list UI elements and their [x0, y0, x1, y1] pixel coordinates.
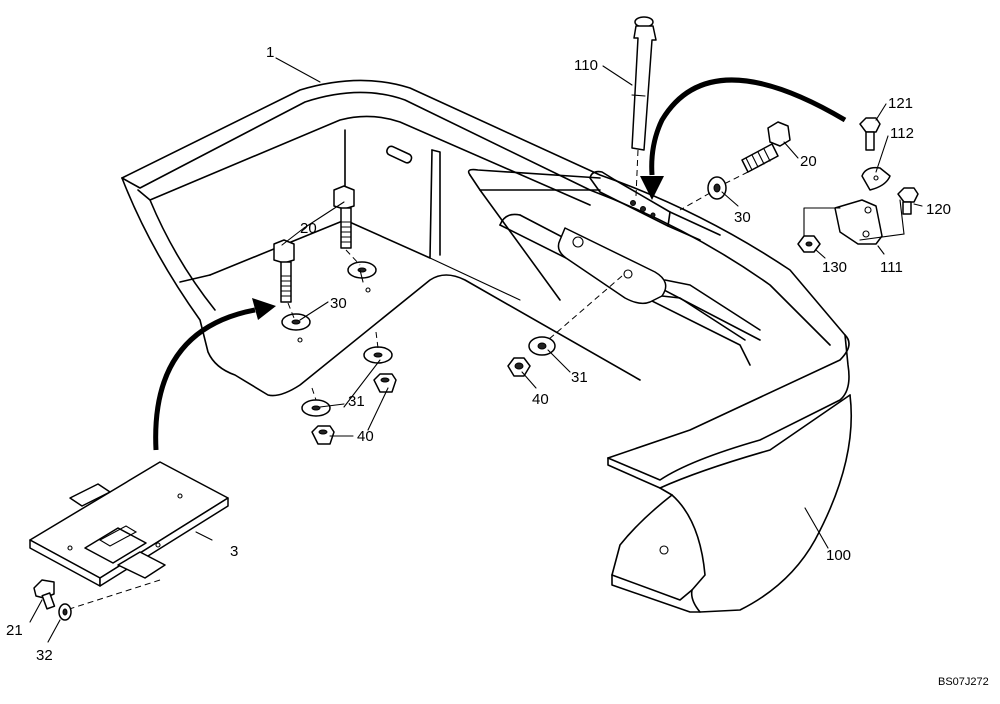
callout-31-left: 31 [348, 393, 365, 410]
side-weight [607, 334, 853, 613]
callout-32: 32 [36, 647, 53, 664]
bolt-121 [859, 117, 881, 151]
assembly-lines [59, 171, 749, 613]
arrow-right [640, 77, 847, 200]
hole-marker [365, 287, 371, 293]
bolt-20-left [273, 239, 295, 303]
callout-30-left: 30 [330, 295, 347, 312]
callout-112: 112 [890, 125, 914, 142]
bracket-plate-3 [29, 461, 229, 587]
pin-110 [631, 16, 657, 197]
callout-40-left: 40 [357, 428, 374, 445]
washer-30-right [707, 176, 727, 200]
arrow-left [153, 298, 276, 451]
washer-30-mid [347, 261, 377, 279]
nut-40-right [507, 357, 531, 377]
bolt-20-mid [333, 185, 355, 249]
nut-40-left [311, 373, 397, 445]
callout-120: 120 [926, 201, 951, 218]
bolt-21 [33, 579, 56, 610]
callout-100: 100 [826, 547, 851, 564]
washer-31-right [528, 336, 556, 356]
bracket-line-111 [859, 199, 905, 241]
callout-121: 121 [888, 95, 913, 112]
callout-20-left: 20 [300, 220, 317, 237]
callout-30-right: 30 [734, 209, 751, 226]
counterweight-body [121, 79, 850, 459]
nut-130 [797, 235, 821, 253]
callout-31-right: 31 [571, 369, 588, 386]
callout-20-right: 20 [800, 153, 817, 170]
hook-111 [834, 199, 883, 245]
callout-40-right: 40 [532, 391, 549, 408]
clip-112 [861, 166, 891, 191]
callout-labels: 1 110 20 30 31 40 31 40 20 30 121 112 12… [6, 44, 951, 664]
leader-lines [29, 57, 923, 643]
callout-1: 1 [266, 44, 274, 61]
callout-21: 21 [6, 622, 23, 639]
washer-32 [58, 603, 72, 621]
callout-130: 130 [822, 259, 847, 276]
drawing-code: BS07J272 [938, 676, 989, 688]
hole-marker [297, 337, 303, 343]
bracket-line-130 [803, 207, 841, 237]
callout-111: 111 [880, 259, 903, 276]
callout-3: 3 [230, 543, 238, 560]
callout-110: 110 [574, 57, 598, 74]
bolt-20-right [741, 121, 791, 173]
bolt-120 [897, 187, 919, 215]
